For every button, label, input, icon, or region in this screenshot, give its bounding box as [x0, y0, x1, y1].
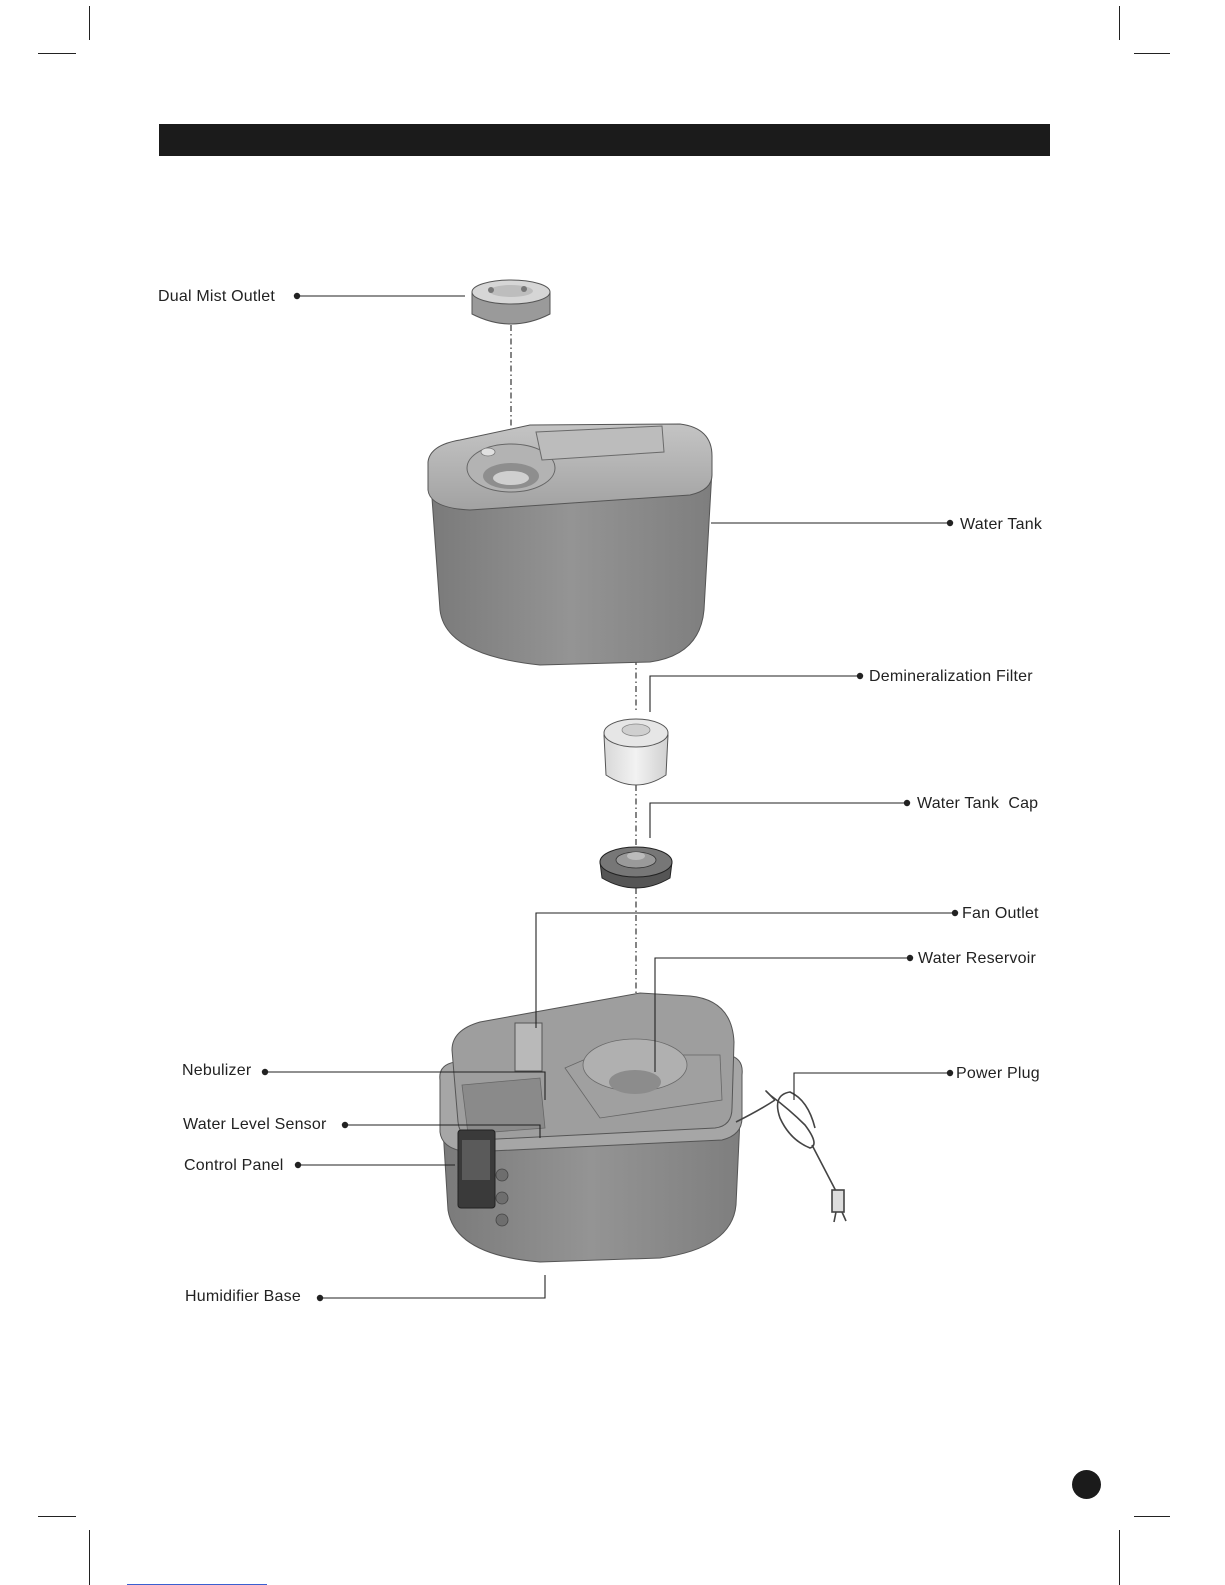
water-tank-cap-part [600, 847, 672, 888]
label-fan-outlet: Fan Outlet [962, 905, 1039, 923]
label-nebulizer: Nebulizer [182, 1062, 251, 1080]
water-tank-part [428, 424, 712, 665]
power-plug-part [736, 1091, 846, 1222]
label-water-tank: Water Tank [960, 516, 1042, 534]
label-demineralization-filter: Demineralization Filter [869, 668, 1033, 686]
label-power-plug: Power Plug [956, 1065, 1040, 1083]
label-humidifier-base: Humidifier Base [185, 1288, 301, 1306]
dual-mist-outlet-part [472, 280, 550, 324]
label-water-level-sensor: Water Level Sensor [183, 1116, 327, 1134]
page-number-marker [1072, 1470, 1101, 1499]
label-dual-mist-outlet: Dual Mist Outlet [158, 288, 275, 306]
label-control-panel: Control Panel [184, 1157, 284, 1175]
label-water-reservoir: Water Reservoir [918, 950, 1036, 968]
humidifier-base-part [440, 993, 742, 1262]
label-water-tank-cap: Water Tank Cap [917, 795, 1038, 813]
demineralization-filter-part [604, 719, 668, 785]
